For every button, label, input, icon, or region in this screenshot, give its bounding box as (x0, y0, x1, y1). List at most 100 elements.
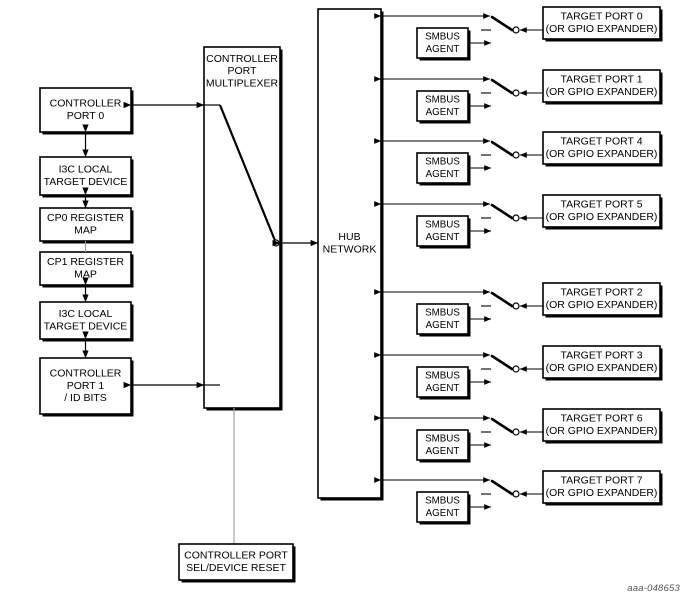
row-port-1 (374, 76, 550, 109)
i3c-local-target-device-top-label-line-0: I3C LOCAL (59, 164, 113, 176)
row-port-4-switch-arm[interactable] (490, 140, 514, 157)
controller-port-sel-device-reset-label-line-0: CONTROLLER PORT (184, 550, 288, 562)
cp0-register-map-label-line-1: MAP (74, 224, 97, 236)
hub-network-label-line-1: NETWORK (323, 243, 377, 255)
row-port-1-target-port-rect (542, 69, 661, 103)
row-port-0-target-port-label-line-0: TARGET PORT 0 (560, 11, 642, 23)
hub-network-label-line-0: HUB (338, 231, 360, 243)
row-port-1-target-port-label-line-0: TARGET PORT 1 (560, 74, 642, 86)
row-port-7-switch-arm[interactable] (490, 479, 514, 496)
row-port-3-smbus-agent-label-line-1: AGENT (426, 383, 460, 394)
row-port-6-target-port-label-line-0: TARGET PORT 6 (560, 413, 642, 425)
controller-port-1-rect (39, 357, 132, 415)
row-port-7 (374, 477, 550, 510)
controller-port-multiplexer-label-line-0: CONTROLLER (206, 53, 278, 65)
row-port-5-smbus-agent-label-line-1: AGENT (426, 232, 460, 243)
controller-port-1-label-line-0: CONTROLLER (50, 367, 122, 379)
row-port-2-smbus-agent: SMBUS AGENT (416, 303, 471, 337)
row-port-7-target-port-rect (542, 470, 661, 504)
row-port-1-switch-arm[interactable] (490, 78, 514, 95)
controller-port-0-label-line-0: CONTROLLER (50, 98, 122, 110)
row-port-6-switch-pivot (512, 428, 520, 436)
row-port-4-smbus-agent-rect (416, 152, 469, 184)
i3c-local-target-device-top-label-line-1: TARGET DEVICE (44, 176, 128, 188)
row-port-7-target-port-label-line-0: TARGET PORT 7 (560, 475, 642, 487)
row-port-4-target-port: TARGET PORT 4(OR GPIO EXPANDER) (542, 131, 663, 167)
cp1-register-map-label-line-0: CP1 REGISTER (47, 256, 124, 268)
row-port-5-target-port-label-line-1: (OR GPIO EXPANDER) (546, 211, 658, 223)
row-port-2-target-port-rect (542, 282, 661, 316)
row-port-6-switch-arm[interactable] (490, 417, 514, 434)
row-port-0-target-port-rect (542, 6, 661, 40)
row-port-2-smbus-agent-label-line-1: AGENT (426, 320, 460, 331)
row-port-5-smbus-agent-rect (416, 215, 469, 247)
row-port-5-switch-arm[interactable] (490, 203, 514, 220)
row-port-0-smbus-agent-label-line-0: SMBUS (425, 31, 460, 42)
row-port-3-smbus-agent-label-line-0: SMBUS (425, 370, 460, 381)
controller-port-multiplexer-rect (203, 46, 281, 409)
row-port-7-smbus-agent: SMBUS AGENT (416, 491, 471, 525)
row-port-0-smbus-agent-rect (416, 27, 469, 59)
cp1-register-map-label-line-1: MAP (74, 268, 97, 280)
row-port-3-smbus-agent-rect (416, 366, 469, 398)
i3c-local-target-device-bottom-label-line-1: TARGET DEVICE (44, 320, 128, 332)
row-port-6-smbus-agent-label-line-1: AGENT (426, 446, 460, 457)
row-port-0-target-port: TARGET PORT 0(OR GPIO EXPANDER) (542, 6, 663, 42)
row-port-0 (374, 13, 550, 46)
hub-network-rect (317, 8, 382, 499)
row-port-6-target-port-label-line-1: (OR GPIO EXPANDER) (546, 425, 658, 437)
row-port-3-switch-arm[interactable] (490, 354, 514, 371)
row-port-5-smbus-agent: SMBUS AGENT (416, 215, 471, 249)
row-port-3-switch-pivot (512, 365, 520, 373)
row-port-4-smbus-agent: SMBUS AGENT (416, 152, 471, 186)
row-port-4-smbus-agent-label-line-1: AGENT (426, 169, 460, 180)
row-port-6-smbus-agent-label-line-0: SMBUS (425, 433, 460, 444)
row-port-2-smbus-agent-rect (416, 303, 469, 335)
row-port-1-target-port-label-line-1: (OR GPIO EXPANDER) (546, 86, 658, 98)
row-port-5-target-port: TARGET PORT 5(OR GPIO EXPANDER) (542, 194, 663, 230)
row-port-5-smbus-agent-label-line-0: SMBUS (425, 219, 460, 230)
row-port-4-smbus-agent-label-line-0: SMBUS (425, 156, 460, 167)
row-port-5-target-port-rect (542, 194, 661, 228)
row-port-3-target-port-label-line-0: TARGET PORT 3 (560, 350, 642, 362)
row-port-0-switch-arm[interactable] (490, 15, 514, 32)
row-port-0-smbus-agent-label-line-1: AGENT (426, 44, 460, 55)
row-port-2 (374, 289, 550, 322)
row-port-0-target-port-label-line-1: (OR GPIO EXPANDER) (546, 23, 658, 35)
row-port-5-target-port-label-line-0: TARGET PORT 5 (560, 199, 642, 211)
mux-switch-arm (218, 104, 278, 244)
controller-port-multiplexer-label-line-2: MULTIPLEXER (206, 78, 279, 90)
row-port-3-target-port: TARGET PORT 3(OR GPIO EXPANDER) (542, 345, 663, 381)
row-port-2-target-port-label-line-1: (OR GPIO EXPANDER) (546, 299, 658, 311)
controller-port-0-label-line-1: PORT 0 (67, 110, 105, 122)
row-port-7-smbus-agent-label-line-1: AGENT (426, 508, 460, 519)
row-port-5-switch-pivot (512, 214, 520, 222)
row-port-1-switch-pivot (512, 89, 520, 97)
controller-port-multiplexer-label-line-1: PORT (228, 65, 258, 77)
row-port-6-smbus-agent-rect (416, 429, 469, 461)
row-port-7-target-port-label-line-1: (OR GPIO EXPANDER) (546, 487, 658, 499)
row-port-3-smbus-agent: SMBUS AGENT (416, 366, 471, 400)
controller-port-sel-device-reset-rect (178, 543, 294, 581)
row-port-4-target-port-label-line-0: TARGET PORT 4 (560, 136, 642, 148)
figure-caption: aaa-048653 (627, 583, 680, 594)
row-port-7-smbus-agent-label-line-0: SMBUS (425, 495, 460, 506)
row-port-6-smbus-agent: SMBUS AGENT (416, 429, 471, 463)
i3c-local-target-device-bottom-label-line-0: I3C LOCAL (59, 308, 113, 320)
row-port-2-smbus-agent-label-line-0: SMBUS (425, 307, 460, 318)
row-port-3-target-port-label-line-1: (OR GPIO EXPANDER) (546, 362, 658, 374)
controller-port-sel-device-reset-label-line-1: SEL/DEVICE RESET (186, 562, 286, 574)
row-port-1-target-port: TARGET PORT 1(OR GPIO EXPANDER) (542, 69, 663, 105)
row-port-2-switch-arm[interactable] (490, 291, 514, 308)
row-port-3 (374, 352, 550, 385)
cp0-register-map-label-line-0: CP0 REGISTER (47, 212, 124, 224)
row-port-0-smbus-agent: SMBUS AGENT (416, 27, 471, 61)
